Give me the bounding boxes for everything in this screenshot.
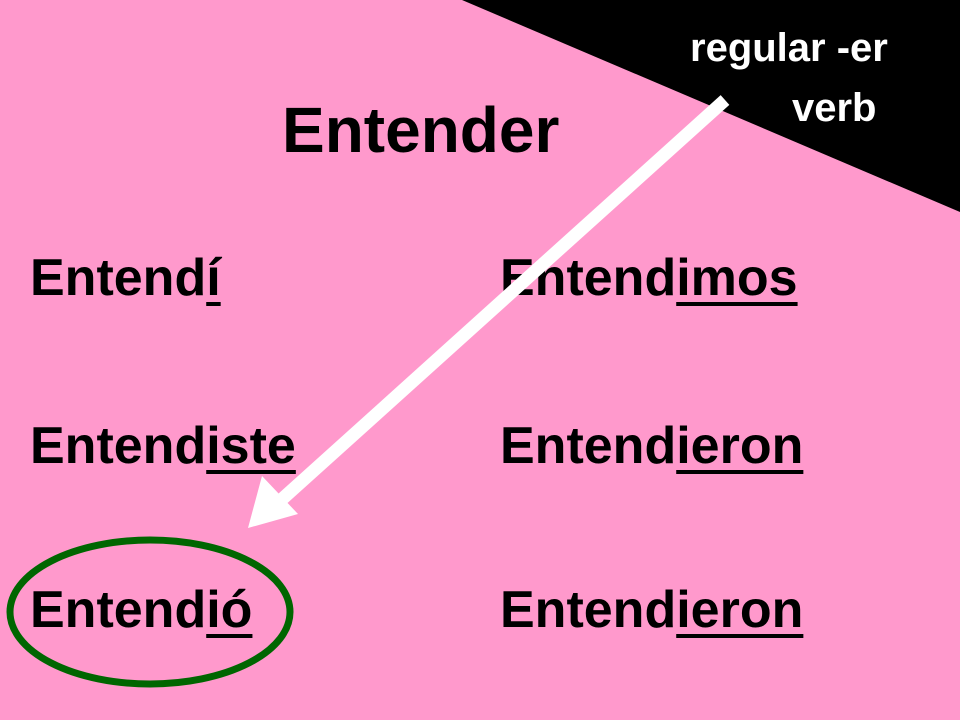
conjugation-vosotros: Entendieron <box>500 420 803 472</box>
verb-ending: iste <box>206 417 296 475</box>
verb-ending: imos <box>676 249 798 307</box>
conjugation-ellos: Entendieron <box>500 584 803 636</box>
page-title: Entender <box>282 94 560 166</box>
conjugation-yo: Entendí <box>30 252 221 304</box>
verb-stem: Entend <box>500 581 677 639</box>
verb-ending: ió <box>206 581 253 639</box>
conjugation-tu: Entendiste <box>30 420 296 472</box>
corner-label-line1: regular -er <box>690 26 888 70</box>
verb-stem: Entend <box>500 249 677 307</box>
verb-ending: ieron <box>676 581 804 639</box>
conjugation-el: Entendió <box>30 584 252 636</box>
conjugation-nosotros: Entendimos <box>500 252 798 304</box>
corner-label-line2: verb <box>792 86 877 130</box>
verb-ending: í <box>206 249 221 307</box>
verb-stem: Entend <box>30 249 207 307</box>
verb-ending: ieron <box>676 417 804 475</box>
verb-stem: Entend <box>30 417 207 475</box>
verb-stem: Entend <box>500 417 677 475</box>
verb-stem: Entend <box>30 581 207 639</box>
